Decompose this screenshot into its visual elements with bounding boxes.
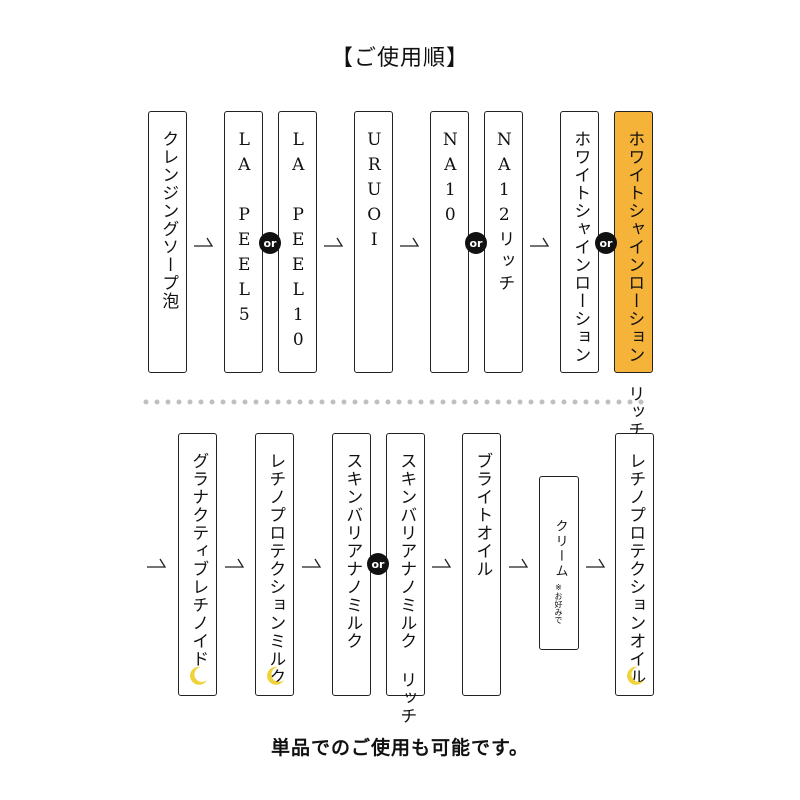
step-cream: クリーム ※お好みで xyxy=(539,476,579,650)
step-label: クレンジングソープ泡 xyxy=(158,130,179,310)
arrow-icon xyxy=(586,558,606,568)
step-granactive-retinoid: グラナクティブレチノイド xyxy=(178,433,217,696)
arrow-icon xyxy=(432,558,452,568)
step-label: NA10 xyxy=(440,130,461,230)
step-label: ブライトオイル xyxy=(472,452,493,578)
step-retino-protection-milk: レチノプロテクションミルク xyxy=(255,433,294,696)
optional-note: ※お好みで xyxy=(554,583,563,624)
arrow-icon xyxy=(302,558,322,568)
arrow-icon xyxy=(509,558,529,568)
step-label: LA PEEL10 xyxy=(288,130,309,355)
arrow-icon xyxy=(530,237,550,247)
step-label: URUOI xyxy=(364,130,385,255)
footer-note: 単品でのご使用も可能です。 xyxy=(270,737,530,759)
moon-icon xyxy=(267,666,284,685)
arrow-icon xyxy=(324,237,344,247)
step-uruoi: URUOI xyxy=(354,111,393,373)
or-badge: or xyxy=(259,232,281,254)
step-skin-barrier-nano-milk-rich: スキンバリアナノミルク リッチ xyxy=(386,433,425,725)
or-badge: or xyxy=(465,232,487,254)
step-label: レチノプロテクションオイル xyxy=(625,452,646,686)
or-badge: or xyxy=(367,553,389,575)
arrow-icon xyxy=(400,237,420,247)
arrow-icon xyxy=(147,558,167,568)
arrow-icon xyxy=(225,558,245,568)
step-na10: NA10 xyxy=(430,111,469,373)
step-cleansing-soap-foam: クレンジングソープ泡 xyxy=(148,111,187,373)
step-na12-rich: NA12リッチ xyxy=(484,111,523,373)
step-label: クリーム xyxy=(552,519,568,579)
step-label: スキンバリアナノミルク リッチ xyxy=(396,452,417,725)
step-white-shine-lotion-rich: ホワイトシャインローション リッチ xyxy=(614,111,653,439)
dotted-divider xyxy=(143,399,655,405)
step-label: レチノプロテクションミルク xyxy=(265,452,286,686)
step-label: ホワイトシャインローション xyxy=(570,130,591,364)
or-badge: or xyxy=(595,232,617,254)
step-skin-barrier-nano-milk: スキンバリアナノミルク xyxy=(332,433,371,696)
step-label: NA12リッチ xyxy=(494,130,515,296)
step-label: グラナクティブレチノイド xyxy=(188,452,209,668)
page-title: 【ご使用順】 xyxy=(330,46,469,71)
arrow-icon xyxy=(194,237,214,247)
step-label: スキンバリアナノミルク xyxy=(342,452,363,650)
step-white-shine-lotion: ホワイトシャインローション xyxy=(560,111,599,373)
step-label: ホワイトシャインローション リッチ xyxy=(624,130,645,439)
moon-icon xyxy=(190,666,207,685)
step-label: LA PEEL5 xyxy=(234,130,255,330)
step-retino-protection-oil: レチノプロテクションオイル xyxy=(615,433,654,696)
moon-icon xyxy=(627,666,644,685)
step-la-peel10: LA PEEL10 xyxy=(278,111,317,373)
step-bright-oil: ブライトオイル xyxy=(462,433,501,696)
step-la-peel5: LA PEEL5 xyxy=(224,111,263,373)
